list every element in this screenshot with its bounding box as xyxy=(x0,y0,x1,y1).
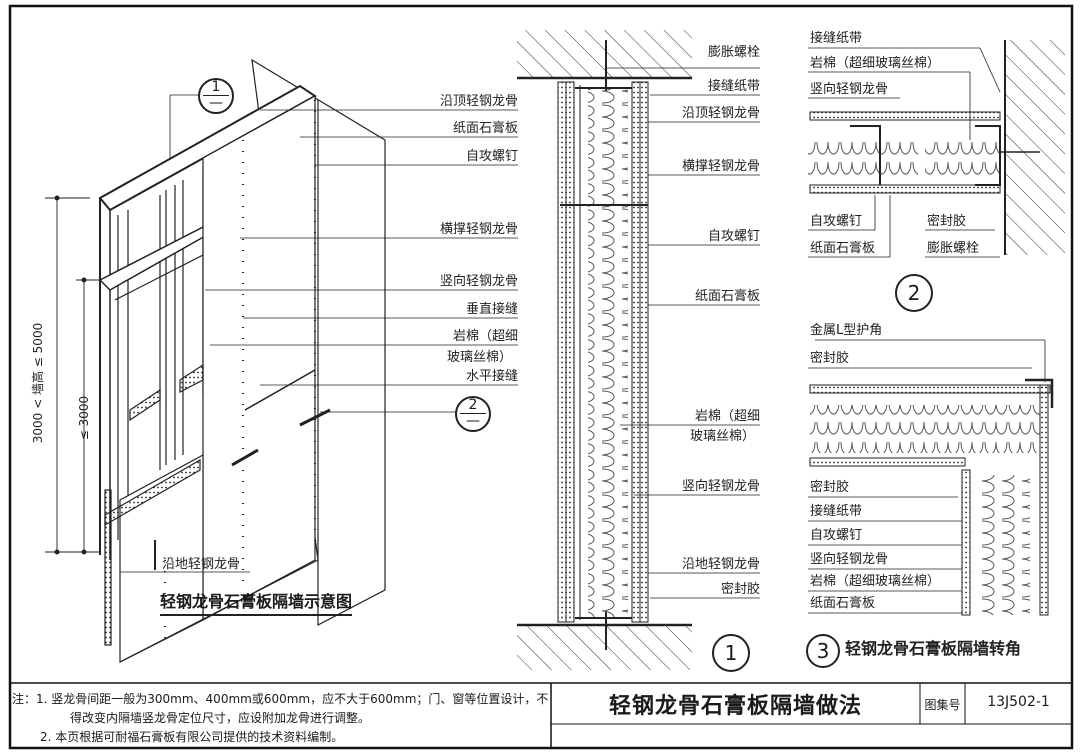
isometric-title: 轻钢龙骨石膏板隔墙示意图 xyxy=(160,588,353,616)
detail-3-section xyxy=(808,339,1054,616)
label-screw: 自攻螺钉 xyxy=(465,149,518,164)
note-line-2: 得改变内隔墙竖龙骨定位尺寸，应设附加龙骨进行调整。 xyxy=(70,711,371,725)
d2-label-board: 纸面石膏板 xyxy=(810,241,876,256)
note-line-3: 2. 本页根据可耐福石膏板有限公司提供的技术资料编制。 xyxy=(40,730,344,744)
atlas-number: 13J502-1 xyxy=(987,694,1050,710)
dimension-inner: ≤ 3000 xyxy=(77,395,91,441)
d1-label-board: 纸面石膏板 xyxy=(694,289,760,304)
d1-label-stud: 竖向轻钢龙骨 xyxy=(681,479,760,494)
atlas-label: 图集号 xyxy=(924,698,961,712)
detail-2-number: 2 xyxy=(895,274,933,312)
d3-label-sealant: 密封胶 xyxy=(810,480,850,495)
detail-2-section xyxy=(808,40,1065,258)
detail-1-section xyxy=(517,30,760,670)
d1-label-screw: 自攻螺钉 xyxy=(707,229,760,244)
label-cross-brace: 横撑轻钢龙骨 xyxy=(439,222,518,237)
detail-3-number: 3 xyxy=(806,634,840,668)
dimension-outer: 3000 < 墙高 ≤ 5000 xyxy=(31,322,45,444)
d1-label-rock-wool-2: 玻璃丝棉） xyxy=(689,429,755,444)
d3-label-sealant-top: 密封胶 xyxy=(810,351,850,366)
isometric-wall xyxy=(45,58,518,663)
d1-label-top-track: 沿顶轻钢龙骨 xyxy=(681,106,760,121)
d3-label-board: 纸面石膏板 xyxy=(810,596,876,611)
label-rock-wool-2: 玻璃丝棉） xyxy=(446,350,512,365)
d3-label-rock-wool: 岩棉（超细玻璃丝棉） xyxy=(810,574,941,589)
label-floor-track: 沿地轻钢龙骨 xyxy=(162,557,241,572)
d1-label-sealant: 密封胶 xyxy=(720,582,760,597)
sheet-border xyxy=(8,4,1074,750)
label-vertical-stud: 竖向轻钢龙骨 xyxy=(439,274,518,289)
callout-1-number: 1 xyxy=(211,79,221,95)
callout-1: 1 — xyxy=(198,78,234,114)
callout-1-sub: — xyxy=(203,95,229,111)
label-vertical-seam: 垂直接缝 xyxy=(465,302,518,317)
d3-label-tape: 接缝纸带 xyxy=(810,504,863,519)
callout-2-number: 2 xyxy=(468,397,478,413)
d2-label-tape: 接缝纸带 xyxy=(810,31,863,46)
d2-label-anchor: 膨胀螺栓 xyxy=(927,241,980,256)
d3-label-stud: 竖向轻钢龙骨 xyxy=(810,552,889,567)
d2-label-sealant: 密封胶 xyxy=(927,214,967,229)
d2-label-rock-wool: 岩棉（超细玻璃丝棉） xyxy=(810,56,941,71)
d2-label-stud: 竖向轻钢龙骨 xyxy=(810,82,889,97)
callout-2: 2 — xyxy=(455,396,491,432)
label-rock-wool-1: 岩棉（超细 xyxy=(452,329,518,344)
d2-label-screw: 自攻螺钉 xyxy=(810,214,863,229)
label-gypsum-board: 纸面石膏板 xyxy=(452,121,518,136)
notes-block: 注：1. 竖龙骨间距一般为300mm、400mm或600mm，应不大于600mm… xyxy=(12,690,548,747)
drawing-title: 轻钢龙骨石膏板隔墙做法 xyxy=(608,694,862,719)
d1-label-rock-wool-1: 岩棉（超细 xyxy=(694,409,760,424)
detail-1-number: 1 xyxy=(712,634,750,672)
d1-label-tape: 接缝纸带 xyxy=(707,79,760,94)
d1-label-anchor: 膨胀螺栓 xyxy=(707,45,760,60)
d3-label-corner-bead: 金属L型护角 xyxy=(810,323,883,338)
d1-label-floor-track: 沿地轻钢龙骨 xyxy=(681,557,760,572)
detail-3-title: 轻钢龙骨石膏板隔墙转角 xyxy=(845,639,1022,658)
label-horizontal-seam: 水平接缝 xyxy=(465,369,518,384)
d1-label-cross-brace: 横撑轻钢龙骨 xyxy=(681,159,760,174)
d3-label-screw: 自攻螺钉 xyxy=(810,528,863,543)
label-top-track: 沿顶轻钢龙骨 xyxy=(439,94,518,109)
note-line-1: 注：1. 竖龙骨间距一般为300mm、400mm或600mm，应不大于600mm… xyxy=(12,692,549,706)
callout-2-sub: — xyxy=(460,413,486,429)
